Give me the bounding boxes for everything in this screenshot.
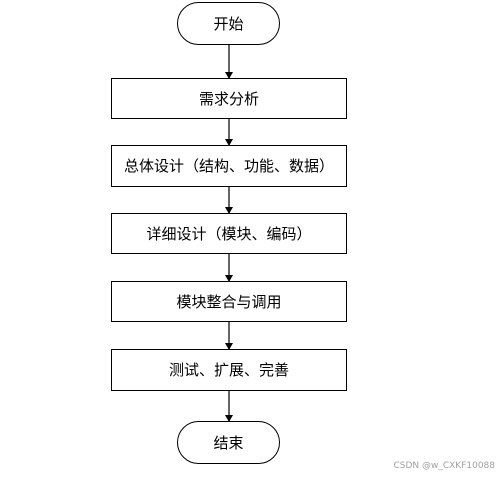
start-terminal: 开始 (177, 2, 280, 45)
step-overall-design: 总体设计（结构、功能、数据） (111, 145, 347, 187)
step-requirements-analysis: 需求分析 (111, 78, 347, 119)
end-terminal: 结束 (177, 421, 280, 464)
step-testing-extension: 测试、扩展、完善 (111, 349, 347, 391)
watermark: CSDN @w_CXKF10088 (393, 461, 495, 471)
step-detailed-design: 详细设计（模块、编码） (111, 213, 347, 254)
step-module-integration: 模块整合与调用 (111, 281, 347, 322)
